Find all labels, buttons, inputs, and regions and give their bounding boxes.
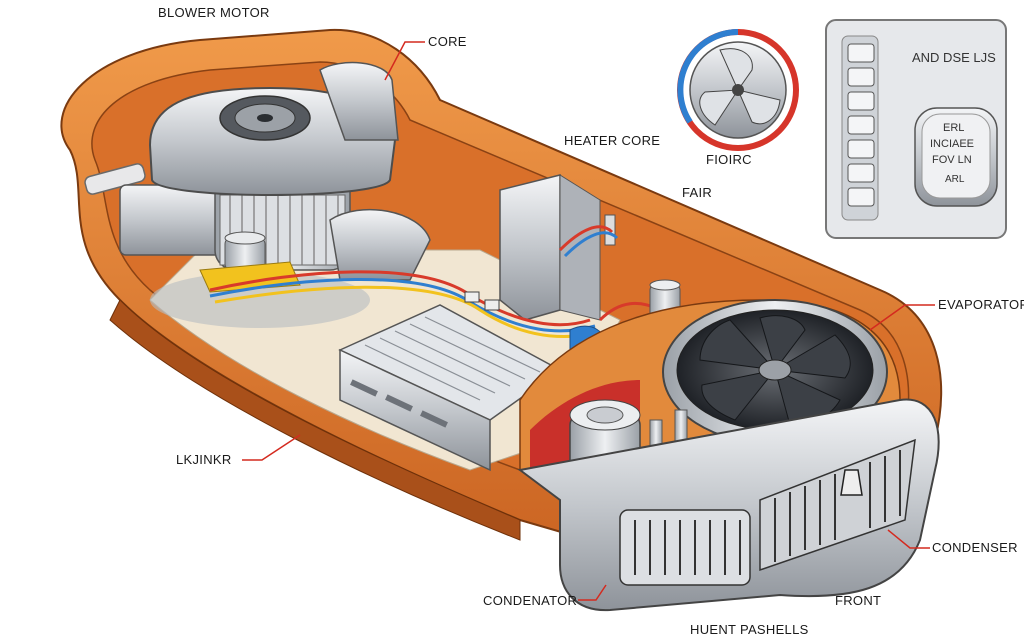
grille-emblem bbox=[840, 469, 863, 496]
wiring-harness bbox=[209, 225, 661, 339]
knob-line: ERL bbox=[943, 122, 965, 134]
control-panel-title: AND DSE LJS bbox=[912, 50, 996, 65]
label-fiorc: FIOIRC bbox=[706, 152, 752, 167]
control-panel-buttons bbox=[847, 43, 875, 207]
heater-core bbox=[499, 174, 561, 321]
panel-button bbox=[847, 67, 875, 87]
blower-box bbox=[119, 184, 231, 256]
blower-shadow bbox=[150, 272, 370, 328]
knob-line: ARL bbox=[945, 174, 965, 185]
panel-button bbox=[847, 163, 875, 183]
label-evaporator: EVAPORATOR bbox=[938, 297, 1024, 312]
label-blower-motor: BLOWER MOTOR bbox=[158, 5, 270, 20]
blower-duct bbox=[329, 208, 431, 281]
fan-dial bbox=[677, 29, 799, 151]
label-front: FRONT bbox=[835, 593, 882, 608]
housing-front-lip bbox=[109, 299, 521, 541]
control-knob bbox=[914, 107, 998, 207]
condenser-fan-blades bbox=[699, 315, 851, 427]
label-heater-core: HEATER CORE bbox=[564, 133, 661, 148]
panel-button bbox=[847, 115, 875, 135]
leader-lines bbox=[242, 41, 935, 601]
label-condenator: CONDENATOR bbox=[483, 593, 578, 608]
knob-line: FOV LN bbox=[932, 154, 972, 166]
side-grille bbox=[759, 438, 916, 572]
panel-button bbox=[847, 43, 875, 63]
lower-grille bbox=[619, 509, 751, 586]
knob-line: INCIAEE bbox=[930, 138, 975, 150]
panel-button bbox=[847, 139, 875, 159]
label-fair: FAIR bbox=[682, 185, 713, 200]
label-lkjinkr: LKJINKR bbox=[176, 452, 232, 467]
blower-outlet bbox=[319, 61, 399, 141]
panel-button bbox=[847, 91, 875, 111]
panel-button bbox=[847, 187, 875, 207]
label-huent-pashells: HUENT PASHELLS bbox=[690, 622, 809, 637]
side-vent bbox=[84, 163, 146, 195]
label-condenser: CONDENSER bbox=[932, 540, 1018, 555]
label-core: CORE bbox=[428, 34, 467, 49]
